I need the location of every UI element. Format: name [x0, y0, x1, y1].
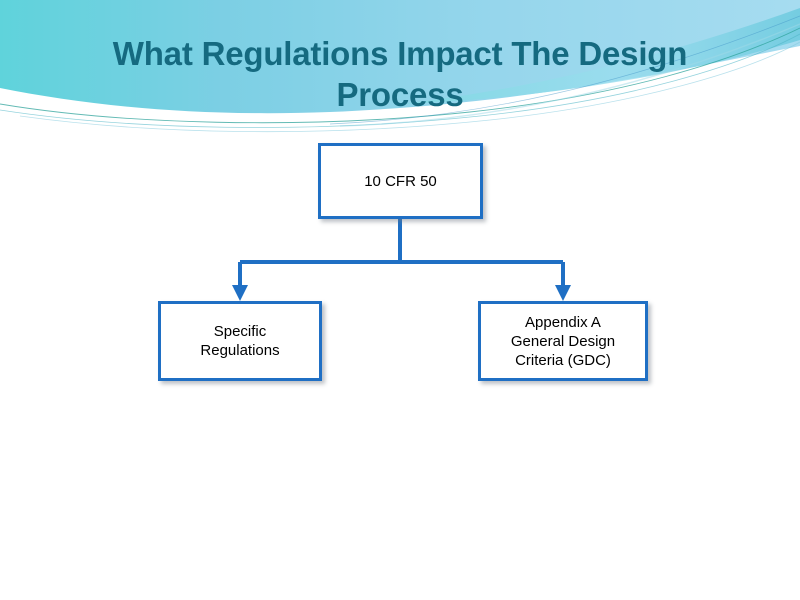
slide-title: What Regulations Impact The Design Proce…: [112, 35, 688, 113]
node-10-cfr-50[interactable]: 10 CFR 50: [318, 143, 483, 219]
arrowhead-right-icon: [555, 285, 571, 301]
node-appendix-a-gdc[interactable]: Appendix A General Design Criteria (GDC): [478, 301, 648, 381]
arrowhead-left-icon: [232, 285, 248, 301]
node-specific-regulations[interactable]: Specific Regulations: [158, 301, 322, 381]
